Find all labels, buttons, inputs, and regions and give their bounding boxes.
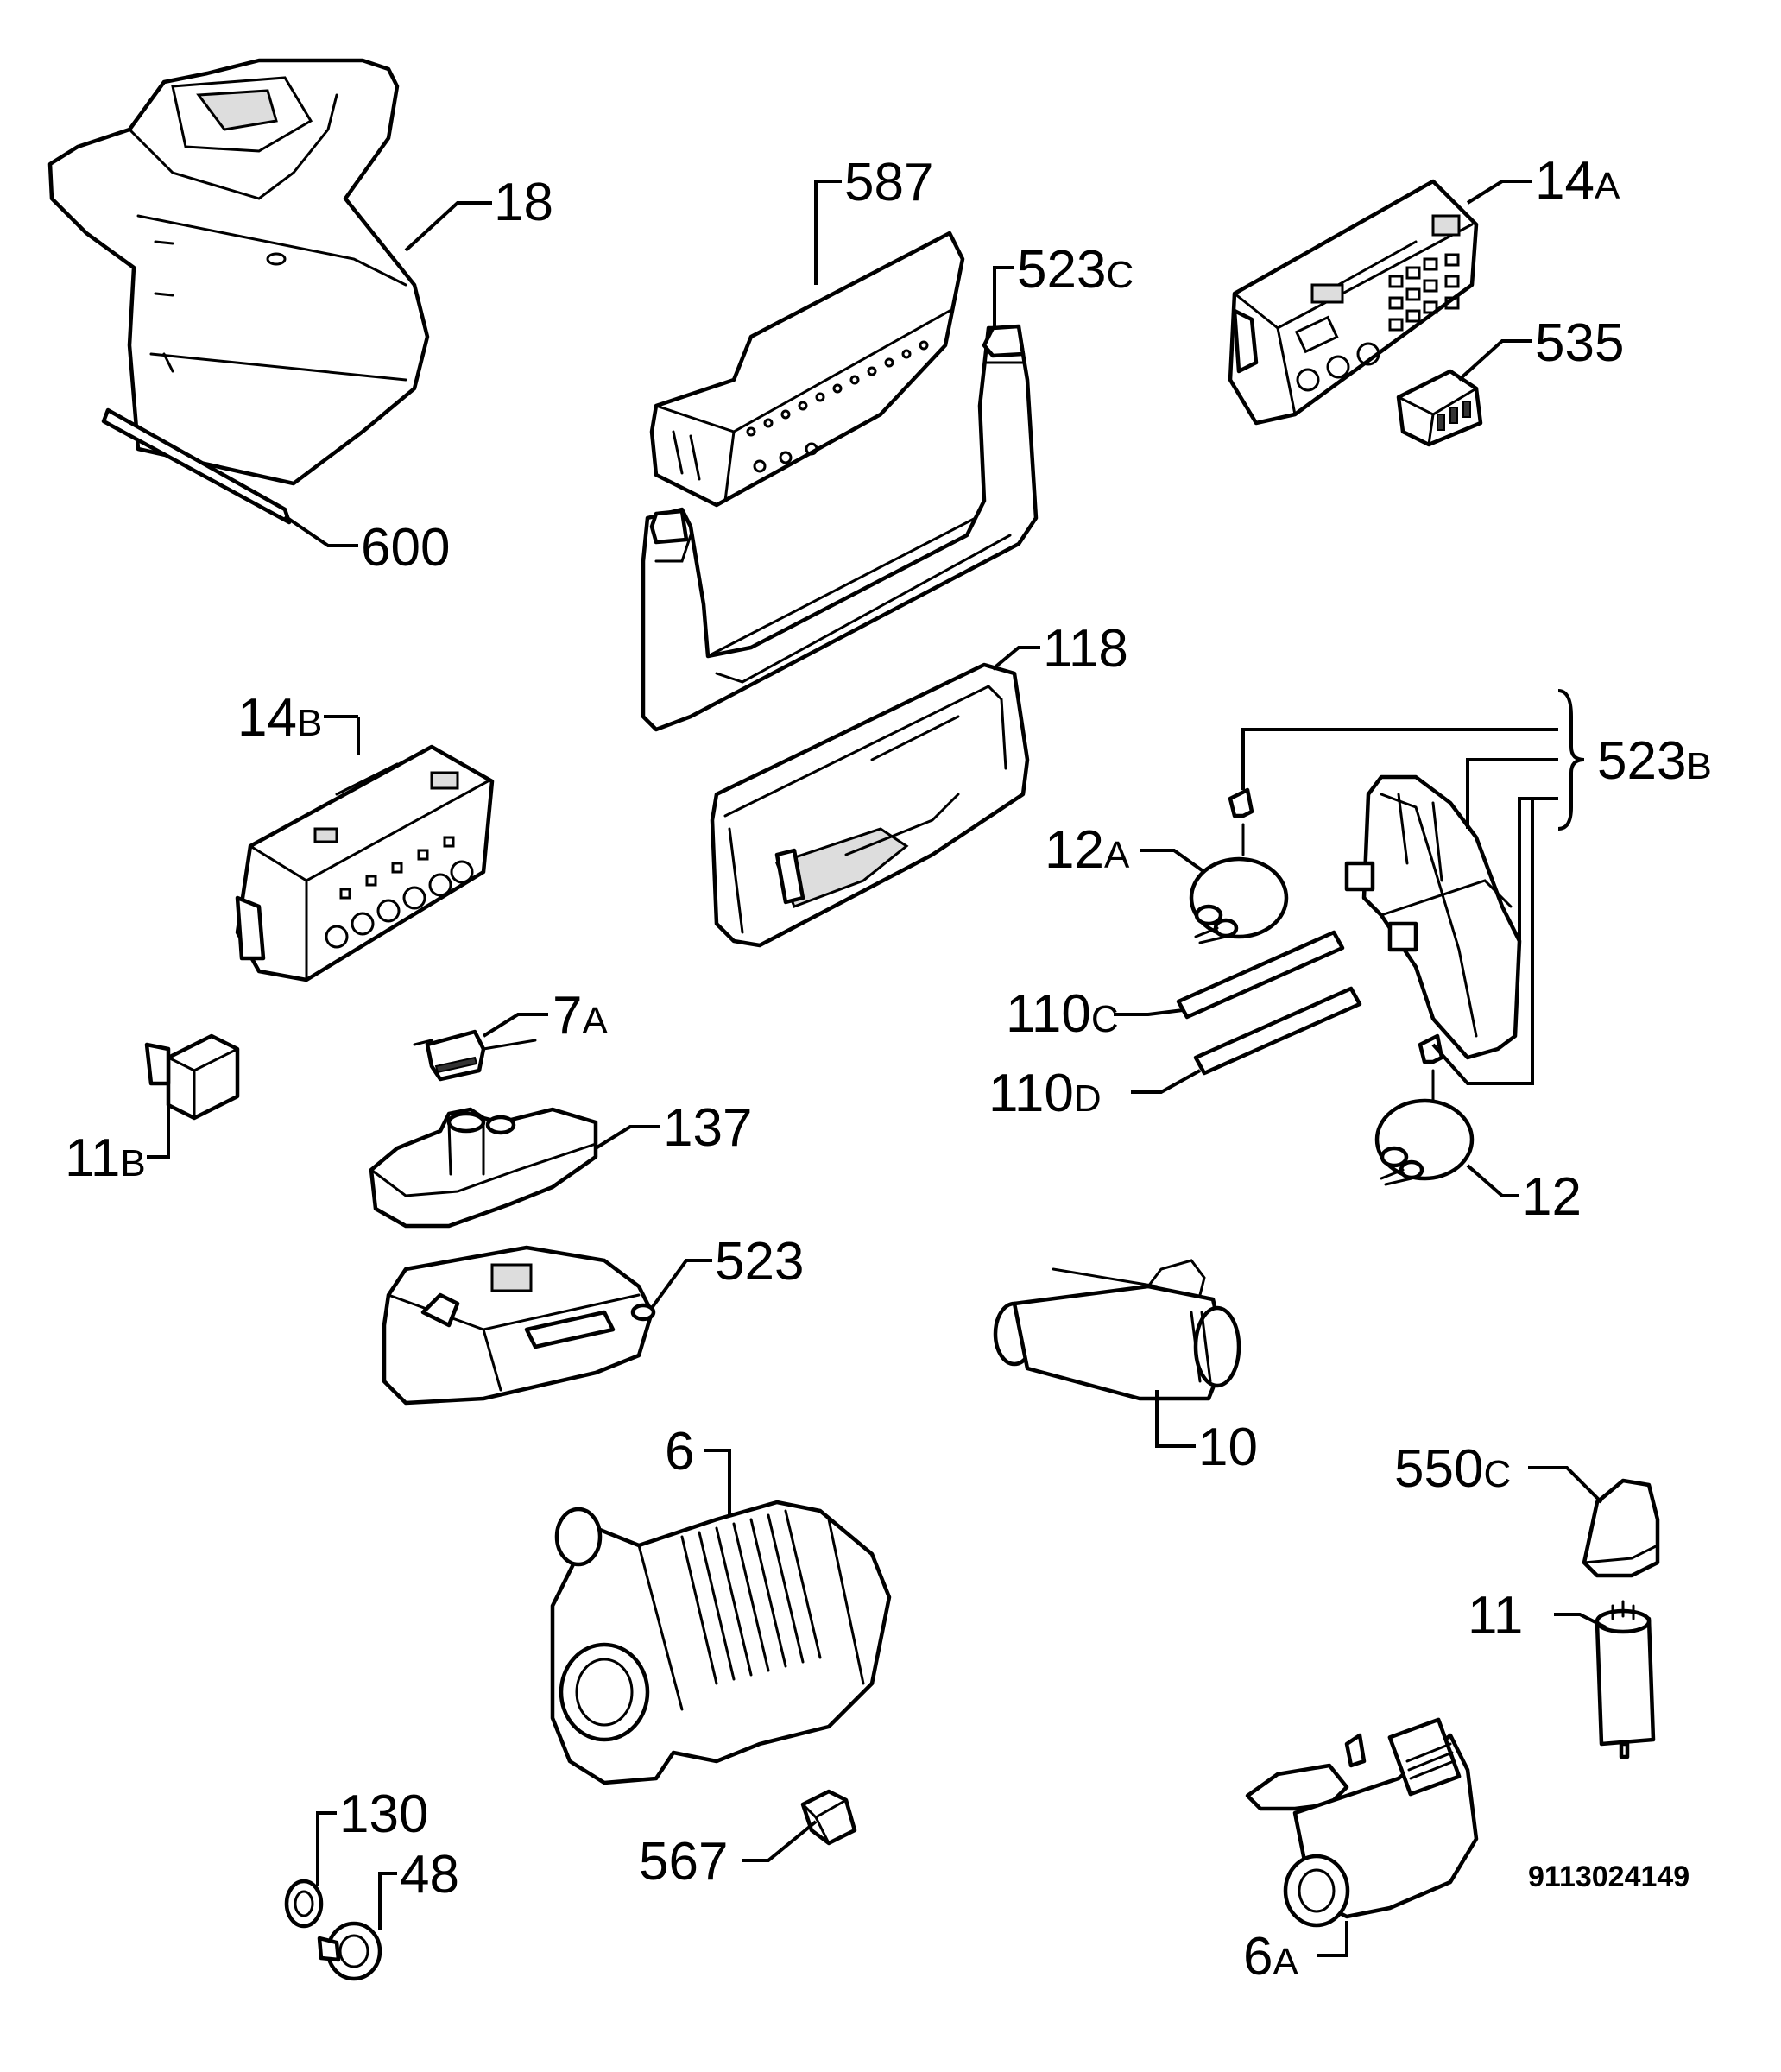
leader-lines xyxy=(147,180,1607,1957)
part-6a-drain-pump xyxy=(1245,1717,1479,1928)
label-523: 523 xyxy=(715,1232,804,1292)
label-130: 130 xyxy=(339,1785,428,1844)
part-137-cover xyxy=(369,1107,598,1229)
label-550c: 550C xyxy=(1394,1439,1511,1499)
part-10-heater xyxy=(993,1259,1241,1401)
part-535-connector xyxy=(1396,369,1483,447)
part-12-pressure-switch xyxy=(1374,1033,1475,1186)
label-6a: 6A xyxy=(1243,1927,1298,1987)
label-11: 11 xyxy=(1468,1586,1523,1646)
label-110c: 110C xyxy=(1006,984,1119,1044)
part-6-pump-motor xyxy=(550,1500,892,1785)
label-523b: 523B xyxy=(1597,731,1712,791)
label-18: 18 xyxy=(494,173,553,232)
part-523b-bracket xyxy=(1344,774,1522,1060)
label-118: 118 xyxy=(1043,619,1128,679)
part-48-plug xyxy=(317,1921,382,1981)
part-567-clip xyxy=(800,1789,857,1846)
label-535: 535 xyxy=(1535,313,1624,373)
label-567: 567 xyxy=(639,1832,728,1892)
label-587: 587 xyxy=(844,153,933,212)
part-130-seal xyxy=(284,1879,324,1929)
callout-labels: 18 600 587 523C 14A 535 118 14B 523B 12A… xyxy=(65,151,1712,1987)
label-523c: 523C xyxy=(1017,240,1134,300)
part-11b-relay xyxy=(144,1033,240,1121)
reference-number: 9113024149 xyxy=(1528,1860,1689,1893)
label-12: 12 xyxy=(1522,1167,1582,1227)
label-600: 600 xyxy=(361,518,450,578)
part-18-cover xyxy=(47,58,430,525)
part-11-capacitor xyxy=(1595,1600,1656,1759)
part-12a-pressure-switch xyxy=(1189,787,1289,944)
label-10: 10 xyxy=(1198,1418,1258,1477)
part-523-base xyxy=(382,1245,656,1406)
label-11b: 11B xyxy=(65,1128,146,1188)
part-118-display-housing xyxy=(710,662,1030,948)
part-110-hoses xyxy=(1176,930,1362,1076)
part-550c-cap xyxy=(1582,1478,1660,1578)
label-14b: 14B xyxy=(237,688,322,748)
part-7a-switch xyxy=(413,1029,537,1082)
label-48: 48 xyxy=(400,1845,459,1905)
part-587-panel-insert xyxy=(649,231,965,508)
label-14a: 14A xyxy=(1535,151,1620,211)
part-523c-frame xyxy=(641,324,1039,732)
label-7a: 7A xyxy=(553,986,608,1045)
label-12a: 12A xyxy=(1045,820,1130,880)
label-110d: 110D xyxy=(988,1064,1102,1123)
part-14a-module xyxy=(1228,179,1479,426)
label-137: 137 xyxy=(663,1098,752,1158)
label-6: 6 xyxy=(665,1422,694,1481)
part-14b-module xyxy=(235,744,495,982)
